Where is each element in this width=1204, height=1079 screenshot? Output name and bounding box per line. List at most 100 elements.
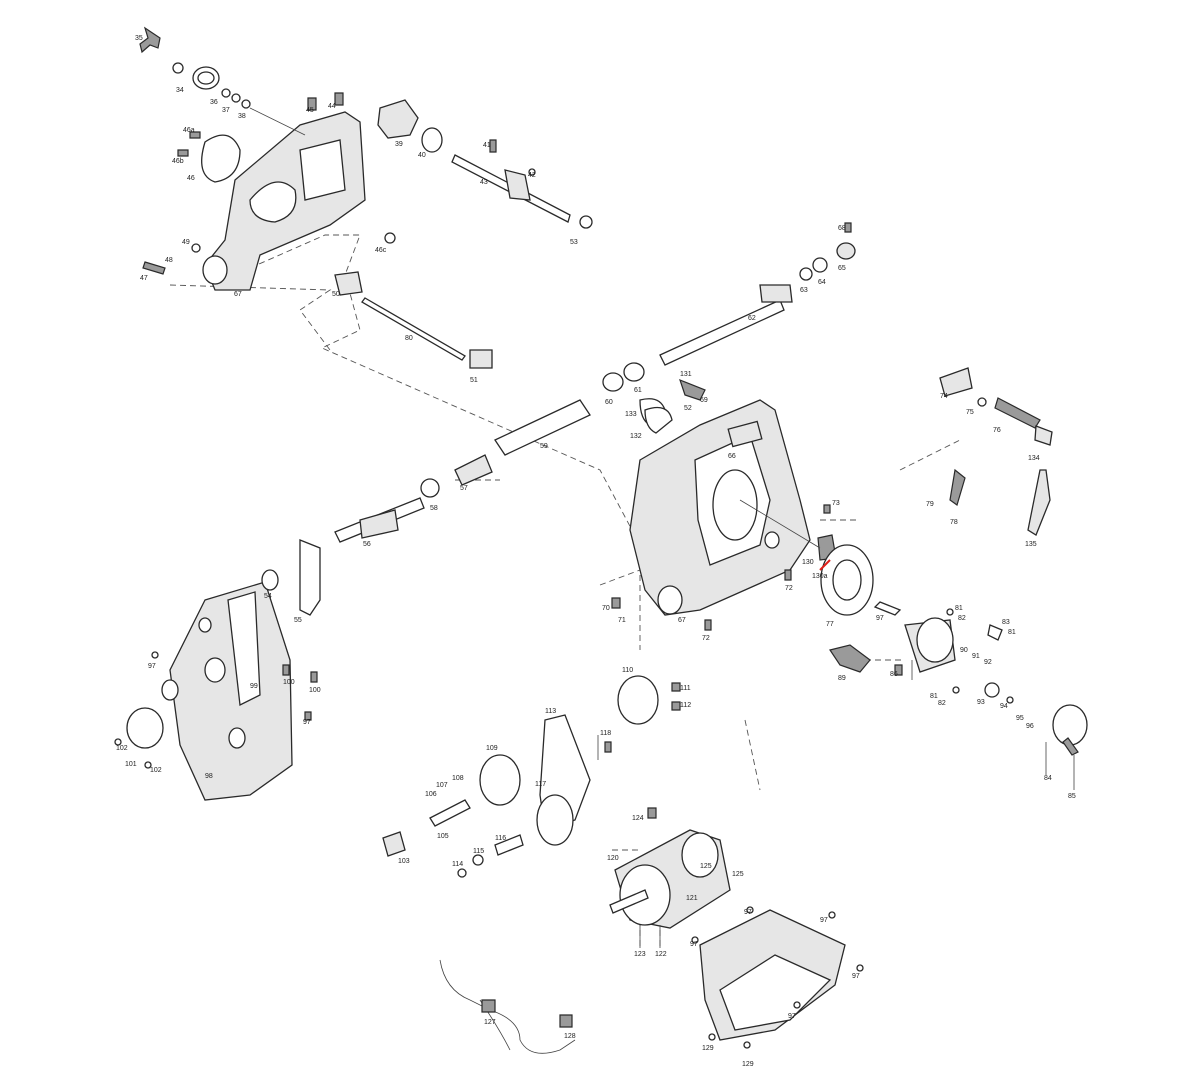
callout-49: 49 [182,239,190,246]
callout-45: 45 [306,107,314,114]
callout-59: 59 [540,443,548,450]
callout-labels: 35 34 36 37 38 45 44 46a 46b 46 39 40 41… [116,35,1076,1068]
callout-79: 79 [926,501,934,508]
callout-112: 112 [680,702,691,709]
callout-123: 123 [634,951,646,958]
callout-133: 133 [625,411,637,418]
callout-125-a: 125 [700,863,712,870]
callout-99: 99 [250,683,258,690]
callout-125-b: 125 [732,871,744,878]
callout-122: 122 [655,951,667,958]
callout-101: 101 [125,761,137,768]
callout-97-f: 97 [690,941,698,948]
callout-100-b: 100 [309,687,321,694]
drive-shaft-assembly [334,222,856,543]
callout-97-c: 97 [303,719,311,726]
switch-assembly [829,601,1088,756]
callout-60: 60 [605,399,613,406]
callout-40: 40 [418,152,426,159]
callout-68: 68 [838,225,846,232]
callout-53: 53 [570,239,578,246]
motor-unit [609,807,731,929]
front-housing-assembly [139,26,396,291]
callout-39: 39 [395,141,403,148]
callout-42: 42 [528,172,536,179]
callout-41: 41 [483,142,491,149]
callout-97-a: 97 [876,615,884,622]
callout-121: 121 [686,895,698,902]
callout-97-d: 97 [744,909,752,916]
callout-64: 64 [818,279,826,286]
callout-74: 74 [940,393,948,400]
callout-67-top: 67 [234,291,242,298]
callout-62: 62 [748,315,756,322]
callout-70: 70 [602,605,610,612]
callout-80: 80 [405,335,413,342]
leader-lines [597,660,1075,948]
callout-131: 131 [680,371,692,378]
callout-129-a: 129 [702,1045,714,1052]
callout-83: 83 [1002,619,1010,626]
callout-66: 66 [728,453,736,460]
callout-46: 46 [187,175,195,182]
callout-100-a: 100 [283,679,295,686]
callout-98: 98 [205,773,213,780]
callout-90: 90 [960,647,968,654]
callout-67-mid: 67 [678,617,686,624]
callout-94: 94 [1000,703,1008,710]
callout-95: 95 [1016,715,1024,722]
callout-113: 113 [545,708,556,715]
callout-72-bottom: 72 [702,635,710,642]
callout-81-a: 81 [955,605,963,612]
callout-134: 134 [1028,455,1040,462]
callout-129-b: 129 [742,1061,754,1068]
callout-50: 50 [332,291,340,298]
callout-106: 106 [425,791,437,798]
callout-124: 124 [632,815,644,822]
callout-108: 108 [452,775,464,782]
callout-47: 47 [140,275,148,282]
callout-84: 84 [1044,775,1052,782]
callout-135: 135 [1025,541,1037,548]
callout-82-a: 82 [958,615,966,622]
callout-115: 115 [473,848,484,855]
callout-46c: 46c [375,247,387,254]
callout-76: 76 [993,427,1001,434]
callout-118: 118 [600,730,611,737]
callout-75: 75 [966,409,974,416]
callout-109: 109 [486,745,498,752]
callout-105: 105 [437,833,449,840]
callout-52: 52 [684,405,692,412]
callout-55: 55 [294,617,302,624]
callout-51: 51 [470,377,478,384]
callout-43: 43 [480,179,488,186]
callout-61: 61 [634,387,642,394]
callout-58: 58 [430,505,438,512]
callout-116: 116 [495,835,506,842]
side-cover [114,539,321,801]
callout-38: 38 [238,113,246,120]
handle-parts [939,367,1053,536]
callout-89: 89 [838,675,846,682]
callout-81-c: 81 [930,693,938,700]
callout-56: 56 [363,541,371,548]
callout-73: 73 [832,500,840,507]
callout-127: 127 [484,1019,496,1026]
callout-111: 111 [680,685,691,692]
callout-81-b: 81 [1008,629,1016,636]
motor-housing [611,378,874,631]
callout-72-right: 72 [785,585,793,592]
callout-78: 78 [950,519,958,526]
callout-86: 86 [890,671,898,678]
callout-69: 69 [700,397,708,404]
dust-tray [691,906,864,1049]
callout-114: 114 [452,861,463,868]
callout-54: 54 [264,593,272,600]
callout-97-b: 97 [148,663,156,670]
callout-97-e: 97 [820,917,828,924]
callout-128: 128 [564,1033,576,1040]
callout-102-b: 102 [150,767,162,774]
callout-120: 120 [607,855,619,862]
callout-97-g: 97 [852,973,860,980]
fan-belt-assembly [382,675,681,878]
